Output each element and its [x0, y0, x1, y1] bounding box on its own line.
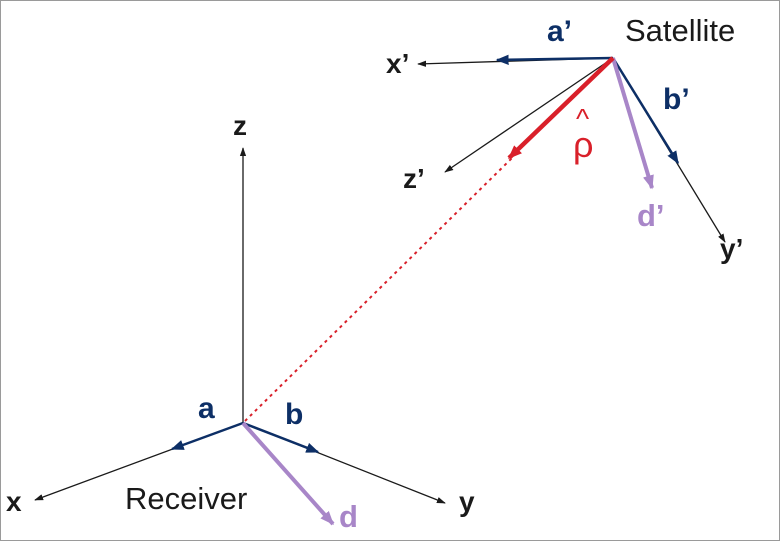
y-label: y — [459, 486, 475, 517]
receiver-label: Receiver — [125, 481, 247, 516]
satellite-b-prime-vector — [611, 57, 680, 165]
x-prime-label: x’ — [386, 48, 409, 79]
b-prime-label: b’ — [663, 83, 690, 116]
satellite-z-axis — [444, 57, 614, 173]
rho-hat-label: ρ — [573, 124, 593, 165]
y-prime-label: y’ — [720, 233, 743, 264]
x-label: x — [6, 486, 22, 517]
rho-hat-vector — [507, 56, 615, 160]
a-label: a — [198, 392, 215, 425]
satellite-label: Satellite — [625, 13, 735, 48]
z-label: z — [233, 110, 247, 141]
satellite-d-prime-vector — [611, 57, 654, 190]
receiver-a-vector — [170, 421, 244, 451]
b-label: b — [285, 398, 303, 431]
satellite-a-prime-vector — [495, 54, 614, 65]
z-prime-label: z’ — [403, 163, 425, 194]
line-of-sight — [244, 157, 513, 422]
receiver-d-vector — [241, 421, 335, 526]
a-prime-label: a’ — [547, 15, 572, 48]
d-prime-label: d’ — [637, 198, 665, 233]
receiver-b-vector — [242, 421, 320, 454]
d-label: d — [339, 499, 358, 534]
rho-hat-caret: ^ — [576, 103, 589, 134]
